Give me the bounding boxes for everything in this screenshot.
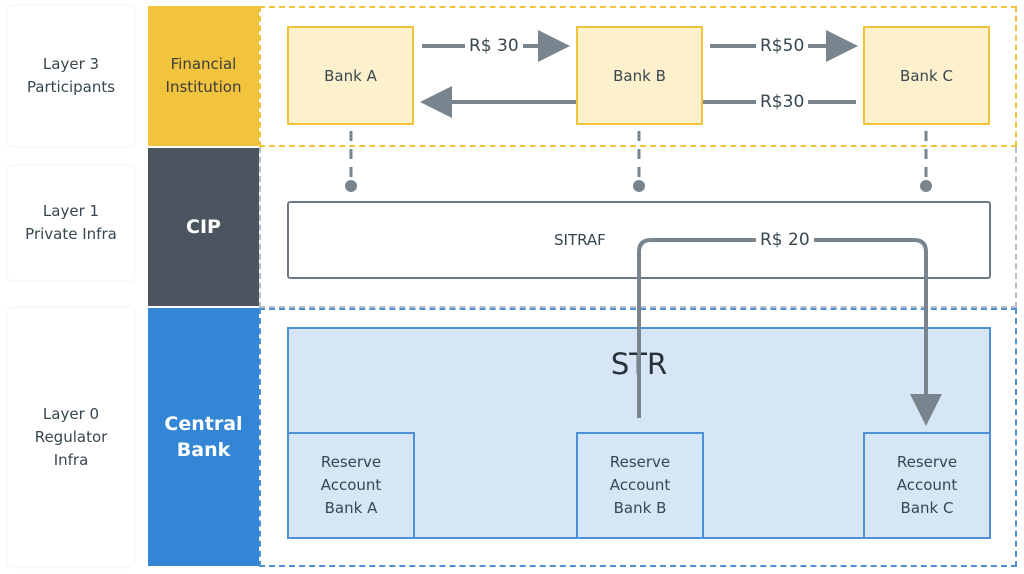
layer-name: Participants xyxy=(26,78,116,96)
bank-c-connector-dot xyxy=(920,180,932,192)
flow-label-c-to-a: R$30 xyxy=(756,92,809,112)
flow-label-a-to-b: R$ 30 xyxy=(465,36,523,56)
sitraf-label: SITRAF xyxy=(554,231,606,249)
reserve-line: Bank B xyxy=(613,499,667,517)
layer-number: Layer 3 xyxy=(42,55,100,73)
reserve-line: Account xyxy=(896,476,958,494)
layer-name: Regulator xyxy=(34,427,108,446)
bank-c-box: Bank C xyxy=(863,26,990,125)
reserve-line: Account xyxy=(320,476,382,494)
bank-b-box: Bank B xyxy=(576,26,703,125)
reserve-line: Bank A xyxy=(324,499,378,517)
zone-participants xyxy=(259,6,1017,147)
sitraf-transfer-arrow xyxy=(637,238,942,426)
band-financial-line2: Institution xyxy=(165,78,242,96)
layer-number: Layer 0 xyxy=(42,404,100,423)
reserve-line: Reserve xyxy=(609,453,671,471)
band-central-line1: Central xyxy=(164,413,243,435)
flow-label-b-to-c: R$50 xyxy=(756,36,809,56)
reserve-line: Reserve xyxy=(896,453,958,471)
bank-b-connector-dot xyxy=(633,180,645,192)
bank-b-label: Bank B xyxy=(613,66,666,85)
layer-name: Private Infra xyxy=(25,225,117,243)
layer-name-cont: Infra xyxy=(53,450,89,469)
band-cip: CIP xyxy=(148,148,259,306)
bank-a-connector-dot xyxy=(345,180,357,192)
layer-label-participants: Layer 3 Participants xyxy=(8,6,134,146)
band-cip-label: CIP xyxy=(186,216,221,238)
band-financial-line1: Financial xyxy=(170,55,237,73)
bank-a-label: Bank A xyxy=(324,66,377,85)
bank-c-label: Bank C xyxy=(900,66,953,85)
reserve-line: Bank C xyxy=(900,499,954,517)
bank-a-box: Bank A xyxy=(287,26,414,125)
flow-label-sitraf-transfer: R$ 20 xyxy=(756,230,814,250)
layer-label-private-infra: Layer 1 Private Infra xyxy=(8,166,134,280)
band-central-line2: Bank xyxy=(176,439,231,461)
reserve-line: Reserve xyxy=(320,453,382,471)
layer-number: Layer 1 xyxy=(42,202,100,220)
reserve-line: Account xyxy=(609,476,671,494)
